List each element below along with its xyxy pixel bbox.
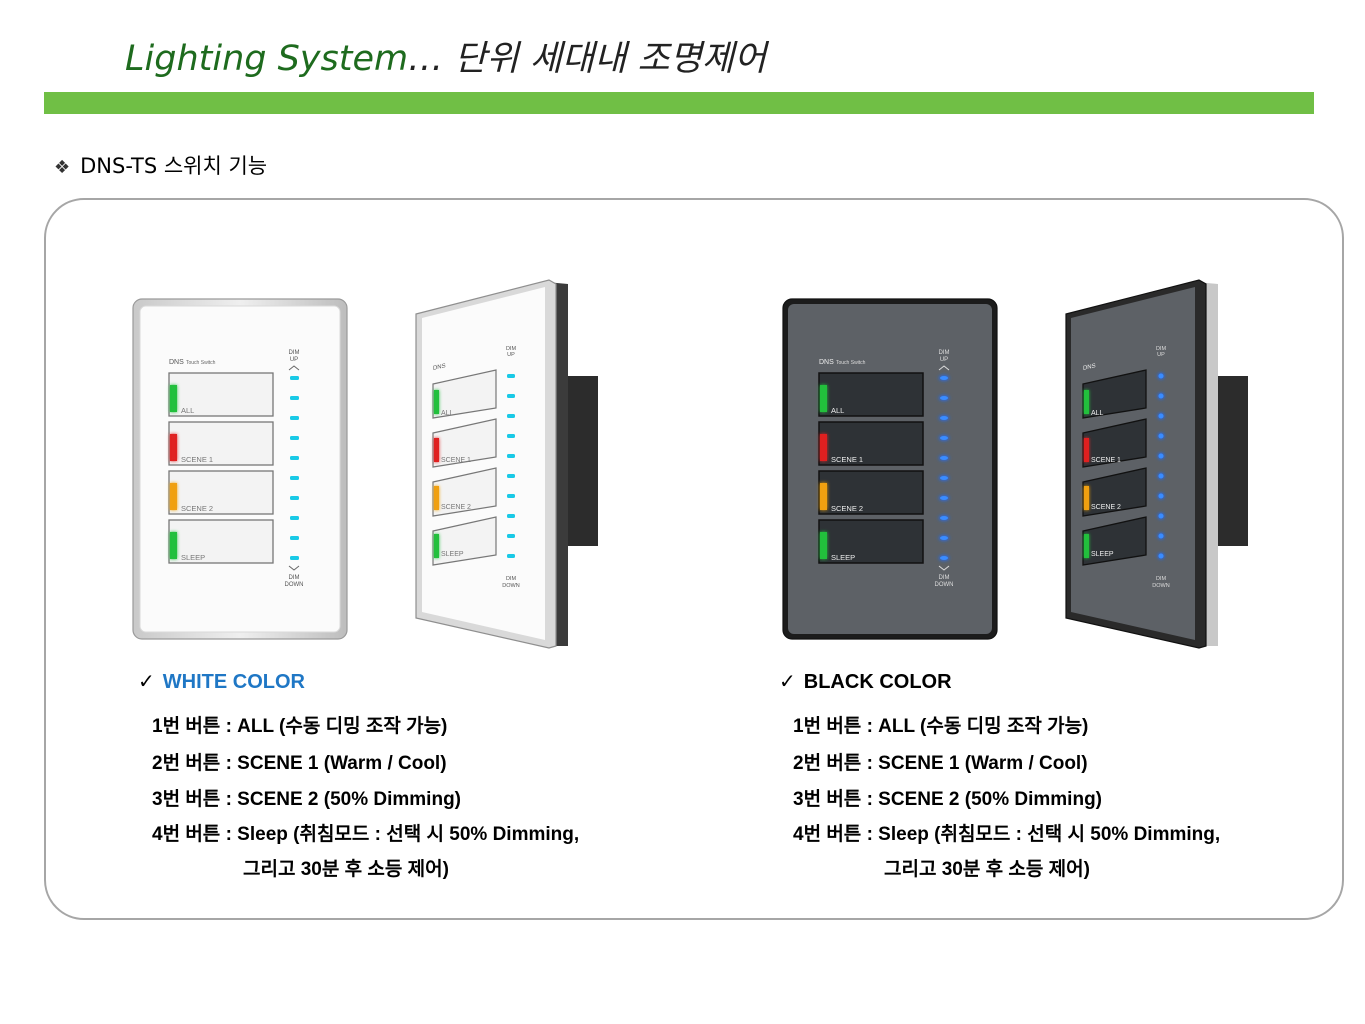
- white-front-dim-leds: [290, 376, 299, 560]
- black-feature-2: 2번 버튼 : SCENE 1 (Warm / Cool): [793, 753, 1088, 774]
- white-front-dim-down-1: DIM: [289, 575, 300, 581]
- title-english: Lighting System: [125, 39, 409, 79]
- white-front-dim-up-2: UP: [290, 357, 298, 363]
- white-color-label: WHITE COLOR: [162, 671, 305, 693]
- black-side-label-all: ALL: [1091, 410, 1104, 417]
- black-checkmark-icon: ✓: [779, 671, 796, 693]
- white-side-dim-leds: [507, 374, 515, 558]
- white-side-label-all: ALL: [441, 410, 454, 417]
- title-korean: … 단위 세대내 조명제어: [408, 39, 767, 79]
- black-front-dim-down-2: DOWN: [935, 582, 954, 588]
- black-color-label: BLACK COLOR: [803, 671, 952, 693]
- white-front-brand: DNS: [169, 359, 184, 366]
- black-front-model: Touch Switch: [836, 360, 866, 366]
- white-switch-side-image: DNS DIM UP DIM DOWN ALL SCENE 1 SCENE 2 …: [415, 279, 598, 649]
- white-color-heading: ✓ WHITE COLOR: [138, 669, 305, 694]
- black-side-dim-leds: [1157, 372, 1165, 560]
- black-feature-4: 4번 버튼 : Sleep (취침모드 : 선택 시 50% Dimming,: [793, 824, 1221, 845]
- black-side-scene-buttons: [1082, 369, 1147, 566]
- section-heading: ❖ DNS-TS 스위치 기능: [54, 150, 267, 180]
- diamond-bullet-icon: ❖: [54, 157, 71, 178]
- white-front-scene-buttons: [168, 372, 274, 564]
- white-feature-4: 4번 버튼 : Sleep (취침모드 : 선택 시 50% Dimming,: [152, 824, 580, 845]
- black-side-dim-up-2: UP: [1157, 352, 1165, 358]
- black-side-label-scene1: SCENE 1: [1091, 457, 1121, 464]
- black-front-dim-up-2: UP: [940, 357, 948, 363]
- black-side-label-sleep: SLEEP: [1091, 551, 1114, 558]
- white-side-label-scene2: SCENE 2: [441, 504, 471, 511]
- black-feature-3: 3번 버튼 : SCENE 2 (50% Dimming): [793, 789, 1102, 810]
- title-underline-bar: [44, 92, 1314, 114]
- white-side-dim-up-1: DIM: [506, 346, 517, 352]
- white-side-scene-buttons: [432, 369, 497, 566]
- black-side-dim-up-1: DIM: [1156, 346, 1167, 352]
- black-color-heading: ✓ BLACK COLOR: [779, 669, 952, 694]
- white-side-dim-down-2: DOWN: [502, 583, 519, 589]
- white-front-label-all: ALL: [181, 406, 194, 415]
- section-heading-label: DNS-TS 스위치 기능: [80, 154, 268, 178]
- white-feature-2: 2번 버튼 : SCENE 1 (Warm / Cool): [152, 753, 447, 774]
- black-front-scene-buttons: [818, 372, 924, 564]
- black-side-brand: DNS: [1083, 363, 1096, 372]
- black-side-dim-down-1: DIM: [1156, 576, 1167, 582]
- content-frame: [44, 198, 1344, 920]
- white-side-label-sleep: SLEEP: [441, 551, 464, 558]
- black-front-dim-up-1: DIM: [939, 350, 950, 356]
- white-front-label-scene2: SCENE 2: [181, 504, 213, 513]
- white-side-dim-up-2: UP: [507, 352, 515, 358]
- white-front-dim-down-2: DOWN: [285, 582, 304, 588]
- black-front-label-scene1: SCENE 1: [831, 455, 863, 464]
- black-front-dim-down-1: DIM: [939, 575, 950, 581]
- black-front-dim-leds: [939, 375, 949, 561]
- black-feature-4-cont: 그리고 30분 후 소등 제어): [884, 859, 1090, 880]
- white-front-dim-up-1: DIM: [289, 350, 300, 356]
- white-feature-1: 1번 버튼 : ALL (수동 디밍 조작 가능): [152, 716, 448, 737]
- black-side-label-scene2: SCENE 2: [1091, 504, 1121, 511]
- white-side-label-scene1: SCENE 1: [441, 457, 471, 464]
- black-front-label-sleep: SLEEP: [831, 553, 855, 562]
- white-checkmark-icon: ✓: [138, 671, 155, 693]
- black-front-brand: DNS: [819, 359, 834, 366]
- white-feature-3: 3번 버튼 : SCENE 2 (50% Dimming): [152, 789, 461, 810]
- black-front-label-all: ALL: [831, 406, 844, 415]
- black-feature-1: 1번 버튼 : ALL (수동 디밍 조작 가능): [793, 716, 1089, 737]
- white-side-dim-down-1: DIM: [506, 576, 517, 582]
- white-front-label-sleep: SLEEP: [181, 553, 205, 562]
- white-front-model: Touch Switch: [186, 360, 216, 366]
- black-switch-side-image: DNS DIM UP DIM DOWN ALL SCENE 1 SCENE 2 …: [1065, 279, 1248, 649]
- white-front-label-scene1: SCENE 1: [181, 455, 213, 464]
- black-switch-front-image: DNS Touch Switch DIM UP DIM DOWN ALL SCE…: [782, 298, 998, 640]
- white-side-brand: DNS: [433, 363, 446, 372]
- black-front-label-scene2: SCENE 2: [831, 504, 863, 513]
- white-switch-front-image: DNS Touch Switch DIM UP DIM DOWN ALL SCE…: [132, 298, 348, 640]
- black-side-dim-down-2: DOWN: [1152, 583, 1169, 589]
- white-feature-4-cont: 그리고 30분 후 소등 제어): [243, 859, 449, 880]
- page-title: Lighting System… 단위 세대내 조명제어: [125, 30, 766, 81]
